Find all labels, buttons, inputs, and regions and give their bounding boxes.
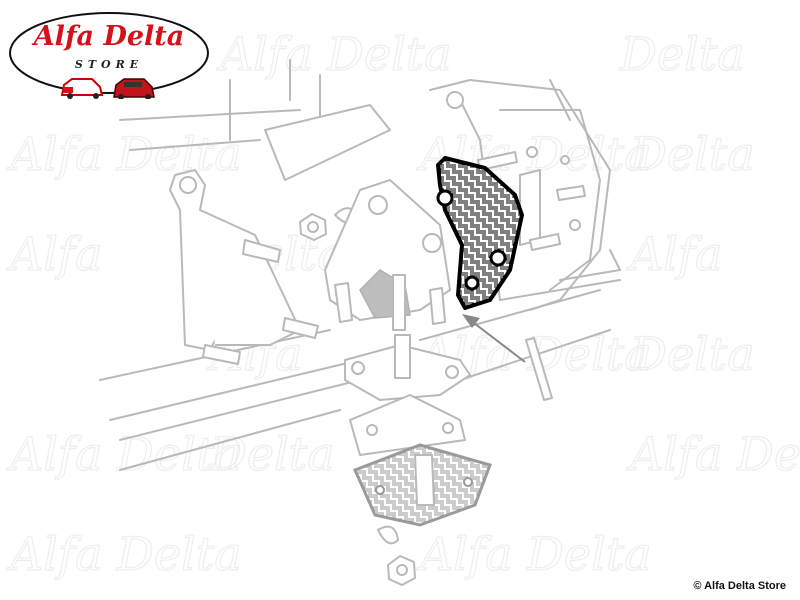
svg-text:Delta: Delta xyxy=(629,327,755,381)
svg-text:Delta: Delta xyxy=(619,27,745,81)
alfa-delta-store-logo[interactable]: Alfa Delta STORE xyxy=(8,7,210,100)
copyright-notice: © Alfa Delta Store xyxy=(693,580,786,592)
highlighted-rubber-pad xyxy=(436,156,524,310)
svg-text:Delta: Delta xyxy=(629,127,755,181)
lower-rubber-pad xyxy=(352,443,492,527)
svg-text:Alfa Delta: Alfa Delta xyxy=(216,27,452,81)
svg-text:Alfa: Alfa xyxy=(626,227,722,281)
svg-text:Alfa: Alfa xyxy=(6,227,102,281)
left-bracket xyxy=(169,169,319,365)
stud-bolt xyxy=(525,337,553,401)
svg-text:Alfa Delta: Alfa Delta xyxy=(31,21,185,52)
bottom-nut-and-washer xyxy=(377,525,416,586)
svg-text:STORE: STORE xyxy=(75,58,143,71)
svg-text:Alfa Delta: Alfa Delta xyxy=(6,427,242,481)
logo-graphic: Alfa Delta STORE xyxy=(9,12,209,100)
lower-bracket xyxy=(349,394,466,456)
pointer-arrow-icon xyxy=(462,314,526,363)
white-race-car-icon xyxy=(60,78,104,99)
svg-text:Alfa Delta: Alfa Delta xyxy=(626,427,800,481)
watermark-layer: Alfa Delta Delta Alfa Delta Alfa Delta D… xyxy=(5,26,800,581)
svg-text:Alfa Delta: Alfa Delta xyxy=(6,127,242,181)
svg-text:Alfa Delta: Alfa Delta xyxy=(416,527,652,581)
lower-plate xyxy=(344,334,471,401)
svg-text:Delta: Delta xyxy=(209,427,335,481)
red-race-car-icon xyxy=(113,78,155,100)
svg-text:Alfa Delta: Alfa Delta xyxy=(6,527,242,581)
